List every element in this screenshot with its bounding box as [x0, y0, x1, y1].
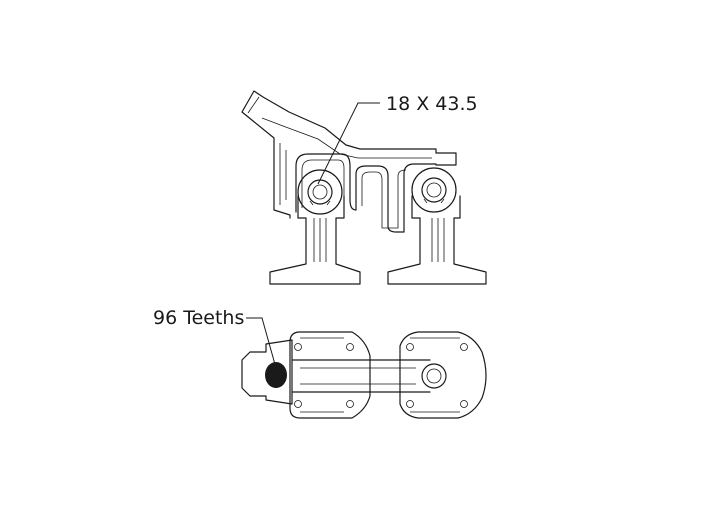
front-view: 18 X 43.5 — [241, 90, 487, 285]
right-bearing-clip — [423, 198, 445, 204]
right-hub-bolt-3 — [406, 400, 414, 408]
connecting-shaft — [291, 359, 431, 393]
right-hub-bolt-2 — [460, 343, 468, 351]
housing-outline — [241, 90, 457, 219]
left-hub-outline — [289, 331, 371, 419]
housing-flange — [279, 143, 287, 205]
left-hub-bolt-2 — [346, 343, 354, 351]
left-upright-top — [297, 169, 343, 215]
right-hub-bore — [421, 363, 447, 389]
left-hub-detail — [300, 337, 344, 413]
right-hub-bolt-4 — [460, 400, 468, 408]
gear-leader-line — [246, 317, 277, 369]
right-bearing-bore — [421, 177, 447, 203]
right-hub-detail — [410, 337, 460, 413]
right-hub-outline — [399, 331, 487, 419]
gear-callout: 96 Teeths — [153, 307, 244, 329]
channel-inner — [301, 159, 407, 229]
right-hub-bolt-1 — [406, 343, 414, 351]
left-bearing-inner — [312, 184, 328, 200]
gear-96-teeth — [265, 362, 287, 388]
shaft-block — [241, 339, 293, 405]
shaft-inner-lines — [300, 367, 416, 385]
left-hub-bolt-3 — [294, 400, 302, 408]
right-upright-body — [387, 195, 487, 285]
left-hub-bolt-4 — [346, 400, 354, 408]
left-bearing-clip — [309, 200, 331, 206]
right-upright-top — [411, 167, 457, 213]
bearing-callout: 18 X 43.5 — [386, 93, 478, 115]
left-bearing-bore — [307, 179, 333, 205]
left-upright-body — [269, 195, 361, 285]
right-hub-bore-inner — [426, 368, 442, 384]
right-bearing-inner — [426, 182, 442, 198]
left-hub-bolt-1 — [294, 343, 302, 351]
top-view: 96 Teeths — [153, 307, 487, 419]
channel-outline — [295, 153, 437, 233]
bearing-leader-line — [317, 102, 380, 185]
left-upright-ribs — [313, 218, 327, 262]
right-upright-ribs — [431, 218, 445, 262]
housing-inner-edge — [247, 96, 432, 159]
